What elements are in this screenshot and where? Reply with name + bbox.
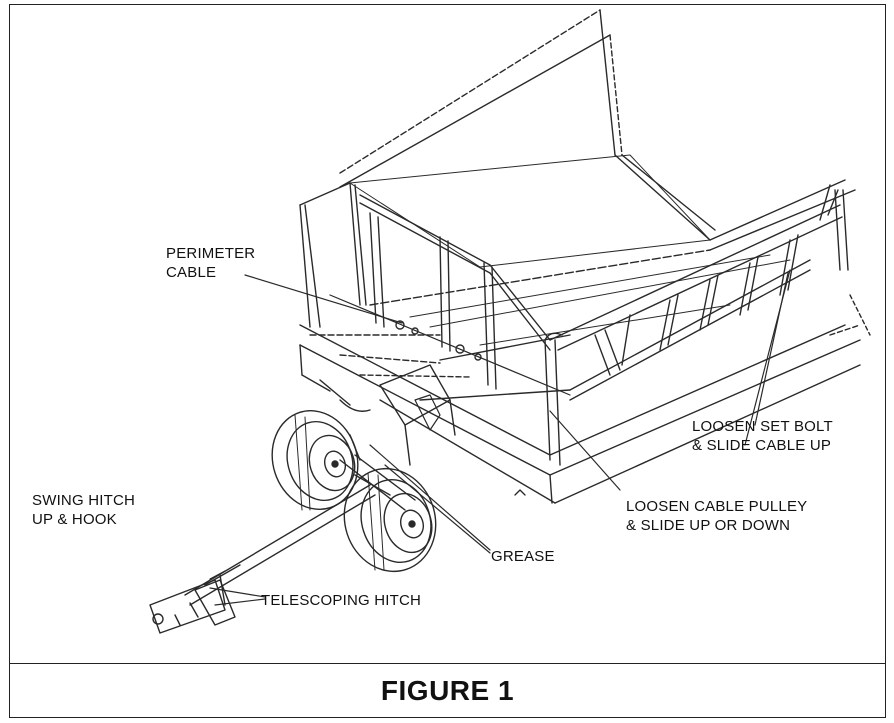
label-telescoping-hitch: TELESCOPING HITCH bbox=[261, 591, 421, 610]
label-perimeter-cable-line1: PERIMETER bbox=[166, 245, 256, 262]
label-loosen-set-bolt: LOOSEN SET BOLT & SLIDE CABLE UP bbox=[692, 417, 833, 455]
label-perimeter-cable: PERIMETER CABLE bbox=[166, 244, 255, 282]
label-loosen-cable-pulley-line2: & SLIDE UP OR DOWN bbox=[626, 517, 791, 534]
front-wheels bbox=[271, 410, 437, 573]
leader-lines bbox=[209, 269, 791, 606]
label-loosen-set-bolt-line2: & SLIDE CABLE UP bbox=[692, 437, 832, 454]
label-swing-hitch: SWING HITCH UP & HOOK bbox=[32, 491, 135, 529]
label-loosen-cable-pulley-line1: LOOSEN CABLE PULLEY bbox=[626, 498, 808, 515]
label-swing-hitch-line2: UP & HOOK bbox=[32, 511, 117, 528]
label-swing-hitch-line1: SWING HITCH bbox=[32, 492, 136, 509]
label-loosen-cable-pulley: LOOSEN CABLE PULLEY & SLIDE UP OR DOWN bbox=[626, 497, 807, 535]
wagon-body bbox=[299, 9, 871, 504]
figure-caption: FIGURE 1 bbox=[380, 675, 515, 706]
label-perimeter-cable-line2: CABLE bbox=[166, 264, 217, 281]
label-grease: GREASE bbox=[491, 547, 555, 566]
label-loosen-set-bolt-line1: LOOSEN SET BOLT bbox=[692, 418, 833, 435]
label-telescoping-hitch-text: TELESCOPING HITCH bbox=[261, 592, 422, 609]
caption-divider bbox=[10, 663, 885, 664]
figure-frame bbox=[9, 4, 886, 718]
label-grease-text: GREASE bbox=[491, 548, 555, 565]
wagon-illustration bbox=[149, 9, 871, 634]
